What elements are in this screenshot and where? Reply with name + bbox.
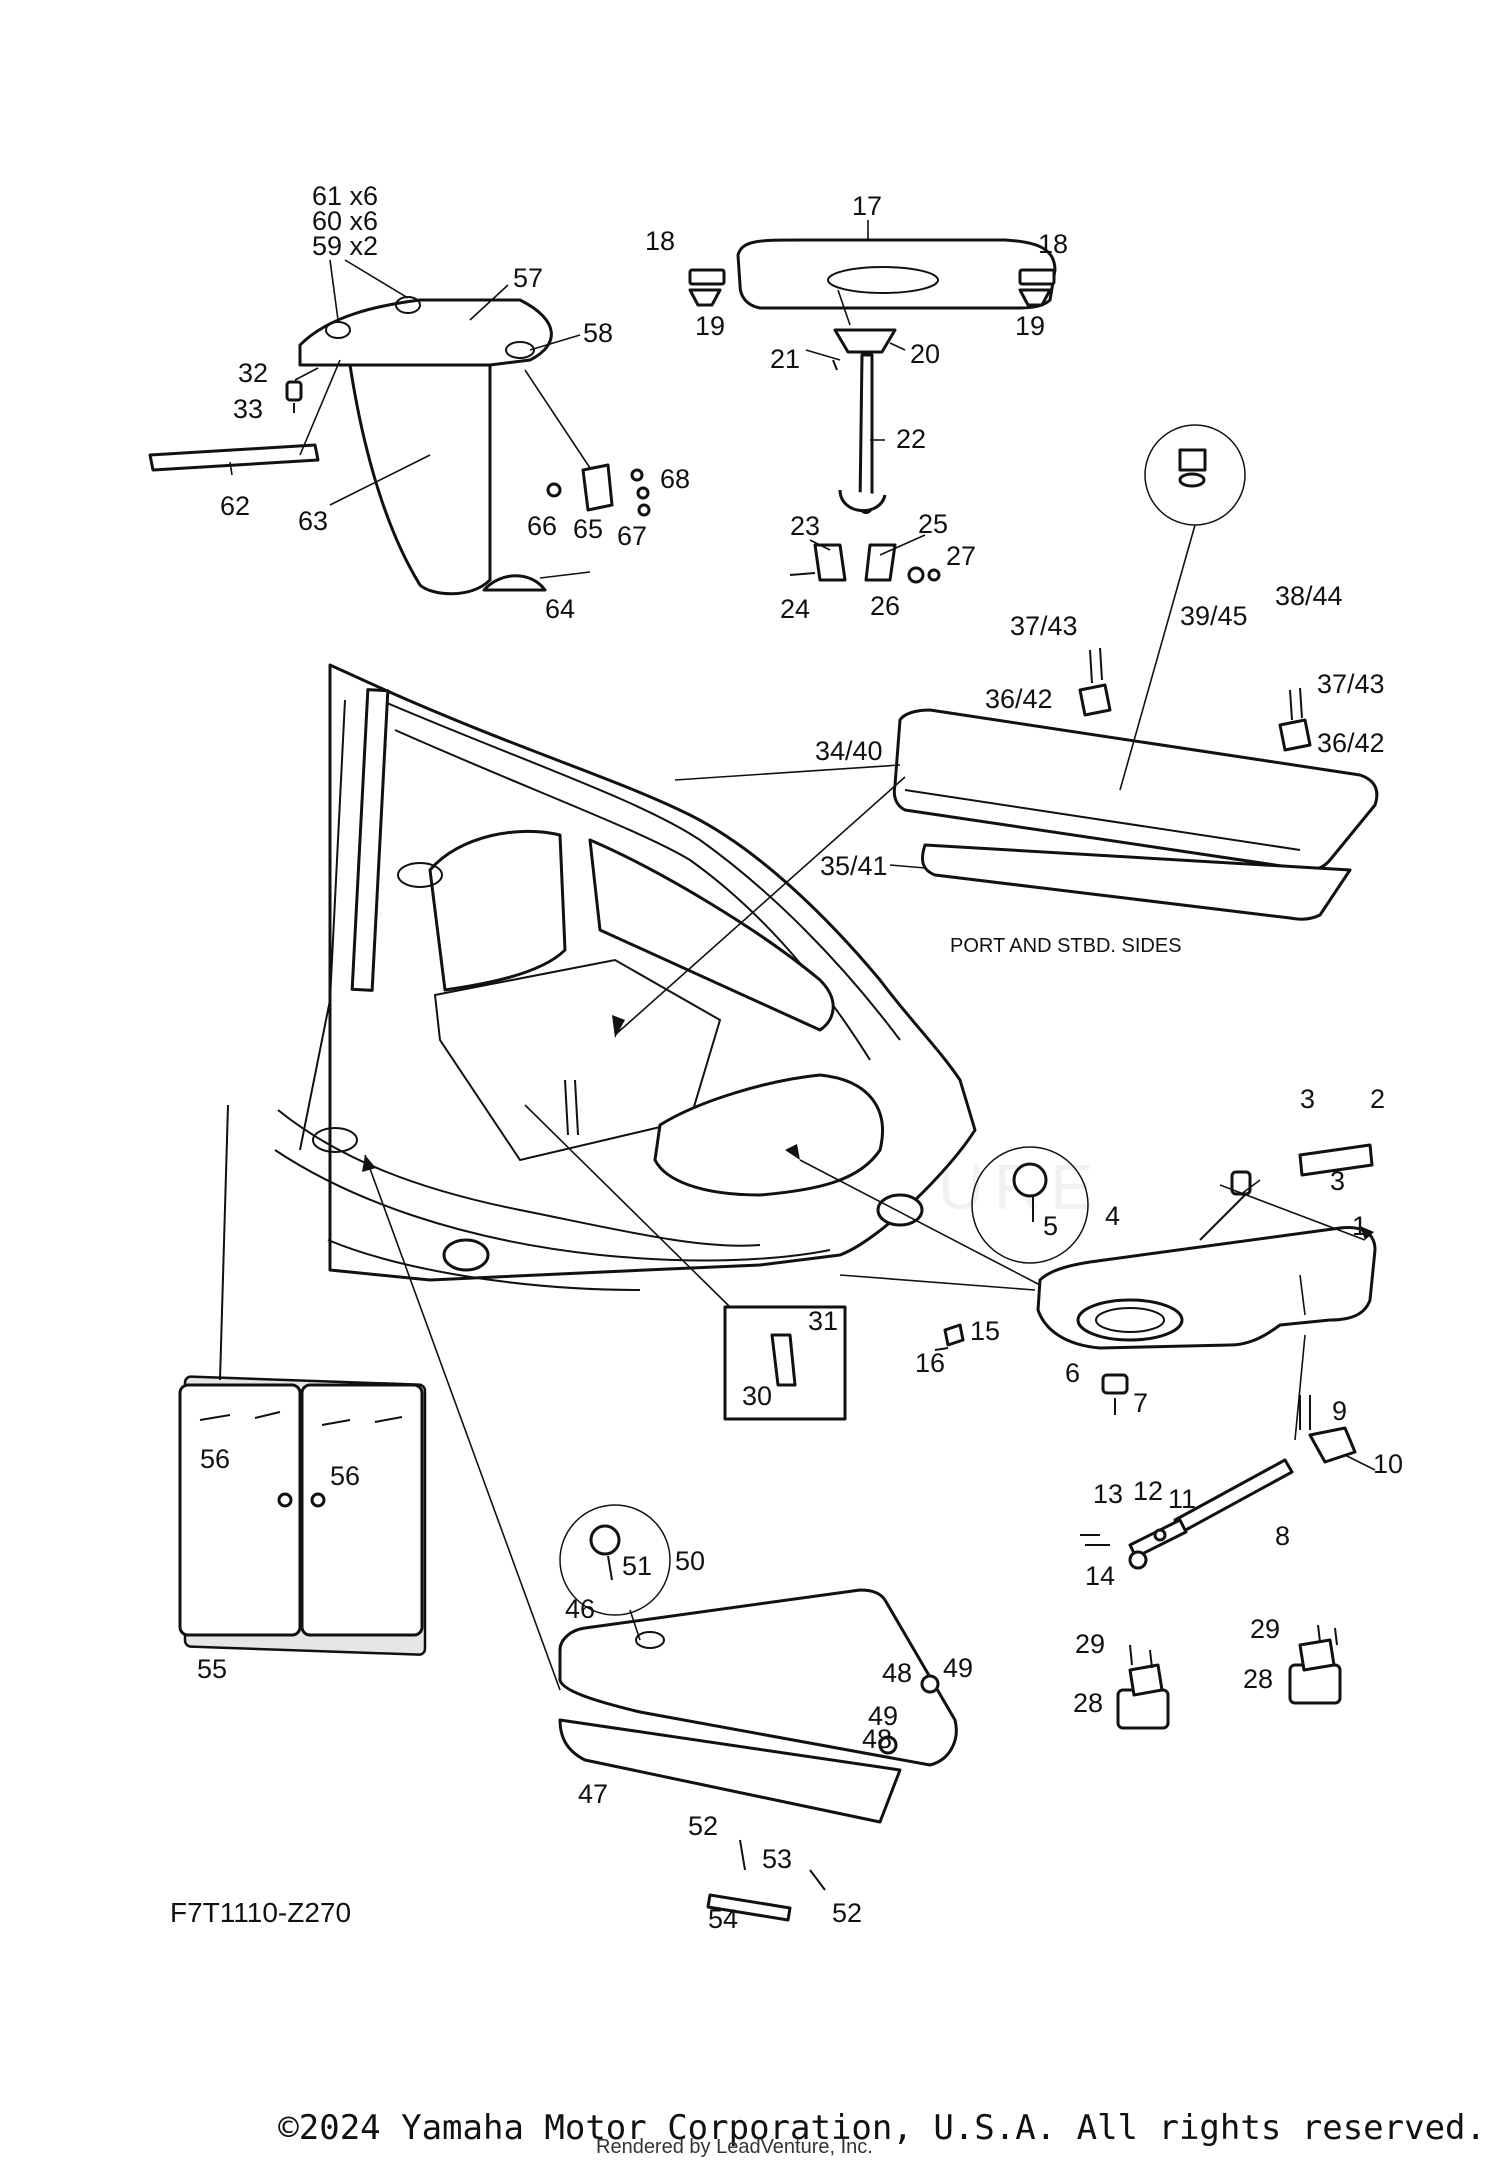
callout-18-left: 18 xyxy=(645,226,675,256)
callout-65: 65 xyxy=(573,514,603,544)
callout-39-45: 39/45 xyxy=(1180,601,1248,631)
callout-56-right: 56 xyxy=(330,1461,360,1491)
callout-36-42-left: 36/42 xyxy=(985,684,1053,714)
callout-58: 58 xyxy=(583,318,613,348)
latch-assemblies xyxy=(723,1305,1342,1730)
render-credit: Rendered by LeadVenture, Inc. xyxy=(596,2136,873,2158)
callout-8: 8 xyxy=(1275,1521,1290,1551)
callout-15: 15 xyxy=(970,1316,1000,1346)
callout-24: 24 xyxy=(780,594,810,624)
callout-7: 7 xyxy=(1133,1388,1148,1418)
callout-27: 27 xyxy=(946,541,976,571)
callout-55: 55 xyxy=(197,1654,227,1684)
callout-3-top: 3 xyxy=(1300,1084,1315,1114)
callout-9: 9 xyxy=(1332,1396,1347,1426)
callout-labels: 61 x6 60 x6 59 x2 57 58 32 33 62 63 66 6… xyxy=(170,181,1403,1934)
callout-12: 12 xyxy=(1133,1476,1163,1506)
callout-49-bottom: 49 xyxy=(868,1701,898,1731)
callout-46: 46 xyxy=(565,1594,595,1624)
callout-3-bottom: 3 xyxy=(1330,1166,1345,1196)
callout-4: 4 xyxy=(1105,1201,1120,1231)
callout-26: 26 xyxy=(870,591,900,621)
callout-29-right: 29 xyxy=(1250,1614,1280,1644)
glove-box-door-panel xyxy=(178,1104,427,1656)
callout-34-40: 34/40 xyxy=(815,736,883,766)
callout-53: 53 xyxy=(762,1844,792,1874)
callout-66: 66 xyxy=(527,511,557,541)
callout-59: 59 x2 xyxy=(312,231,378,261)
front-storage-lid-assembly xyxy=(934,1143,1377,1415)
callout-37-43-left: 37/43 xyxy=(1010,611,1078,641)
callout-61: 61 x6 xyxy=(312,181,378,211)
side-hatch-lid-assembly xyxy=(892,424,1379,921)
arrowheads xyxy=(362,1015,1374,1240)
callout-19-left: 19 xyxy=(695,311,725,341)
callout-33: 33 xyxy=(233,394,263,424)
callout-48-bottom: 48 xyxy=(862,1724,892,1754)
callout-16: 16 xyxy=(915,1348,945,1378)
callout-25: 25 xyxy=(918,509,948,539)
floor-hatch-lid-assembly xyxy=(558,1504,958,1922)
callout-10: 10 xyxy=(1373,1449,1403,1479)
callout-11: 11 xyxy=(1168,1484,1196,1514)
callout-68: 68 xyxy=(660,464,690,494)
callout-13: 13 xyxy=(1093,1479,1123,1509)
callout-64: 64 xyxy=(545,594,575,624)
callout-29-left: 29 xyxy=(1075,1629,1105,1659)
callout-52-bottom: 52 xyxy=(832,1898,862,1928)
callout-51: 51 xyxy=(622,1551,652,1581)
callout-31: 31 xyxy=(808,1306,838,1336)
bolster-pedestal-assembly xyxy=(688,238,1057,584)
bow-deck-hull xyxy=(274,663,977,1291)
callout-30: 30 xyxy=(742,1381,772,1411)
callout-23: 23 xyxy=(790,511,820,541)
callout-17: 17 xyxy=(852,191,882,221)
callout-21: 21 xyxy=(770,344,800,374)
callout-28-left: 28 xyxy=(1073,1688,1103,1718)
callout-5: 5 xyxy=(1043,1211,1058,1241)
callout-19-right: 19 xyxy=(1015,311,1045,341)
callout-48-top: 48 xyxy=(882,1658,912,1688)
callout-60: 60 x6 xyxy=(312,206,378,236)
callout-22: 22 xyxy=(896,424,926,454)
callout-37-43-right: 37/43 xyxy=(1317,669,1385,699)
callout-57: 57 xyxy=(513,263,543,293)
callout-63: 63 xyxy=(298,506,328,536)
callout-14: 14 xyxy=(1085,1561,1115,1591)
side-storage-panel-assembly xyxy=(148,296,651,596)
callout-50: 50 xyxy=(675,1546,705,1576)
callout-49-top: 49 xyxy=(943,1653,973,1683)
callout-20: 20 xyxy=(910,339,940,369)
callout-56-left: 56 xyxy=(200,1444,230,1474)
callout-36-42-right: 36/42 xyxy=(1317,728,1385,758)
copyright-notice: ©2024 Yamaha Motor Corporation, U.S.A. A… xyxy=(278,2108,1486,2148)
callout-62: 62 xyxy=(220,491,250,521)
diagram-code: F7T1110-Z270 xyxy=(170,1897,351,1928)
callout-18-right: 18 xyxy=(1038,229,1068,259)
callout-2: 2 xyxy=(1370,1084,1385,1114)
port-stbd-note: PORT AND STBD. SIDES xyxy=(950,935,1182,957)
callout-38-44: 38/44 xyxy=(1275,581,1343,611)
gas-spring-strut xyxy=(1080,1395,1357,1570)
callout-32: 32 xyxy=(238,358,268,388)
callout-35-41: 35/41 xyxy=(820,851,888,881)
callout-1: 1 xyxy=(1352,1211,1367,1241)
callout-28-right: 28 xyxy=(1243,1664,1273,1694)
callout-52-top: 52 xyxy=(688,1811,718,1841)
callout-6: 6 xyxy=(1065,1358,1080,1388)
leader-lines xyxy=(229,220,1376,1691)
callout-67: 67 xyxy=(617,521,647,551)
callout-54: 54 xyxy=(708,1904,738,1934)
callout-47: 47 xyxy=(578,1779,608,1809)
